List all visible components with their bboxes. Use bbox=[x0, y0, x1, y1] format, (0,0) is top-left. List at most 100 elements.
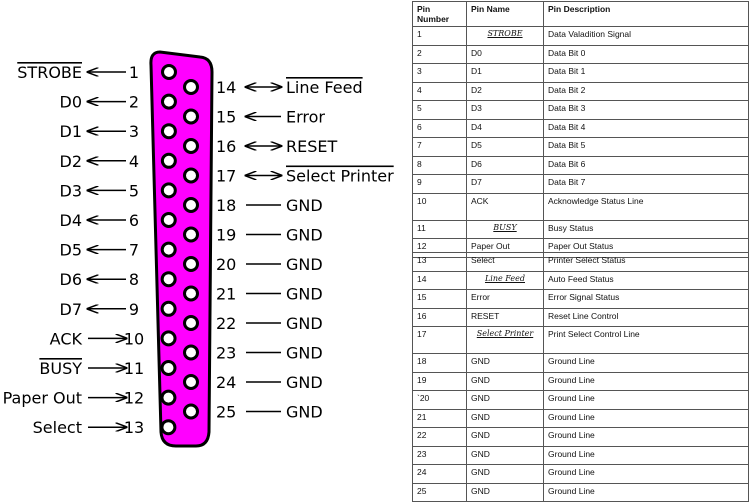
pin-number: 8 bbox=[129, 270, 139, 289]
signal-label: Error bbox=[286, 108, 325, 127]
pin-description-cell-text: Printer Select Status bbox=[548, 255, 626, 265]
pin-number-cell: 4 bbox=[412, 81, 467, 101]
table-row: 24 GND Ground Line bbox=[412, 464, 749, 484]
signal-label: STROBE bbox=[17, 63, 82, 82]
pin-number-cell: 1 bbox=[412, 26, 467, 46]
pin-description-cell-text: Error Signal Status bbox=[548, 292, 620, 302]
pin-number: 24 bbox=[216, 373, 236, 392]
pin-name-cell: Select Printer bbox=[466, 326, 544, 354]
pin-number-cell: 17 bbox=[412, 326, 467, 354]
pin-hole bbox=[183, 108, 199, 125]
pin-number: 5 bbox=[129, 181, 139, 200]
pin-description-cell: Ground Line bbox=[543, 445, 749, 465]
pin-number-cell-text: 13 bbox=[417, 255, 427, 265]
pin-number-cell: 25 bbox=[412, 482, 467, 502]
pin-name-cell-text: GND bbox=[471, 411, 490, 422]
pin-number-cell-text: 4 bbox=[417, 84, 422, 95]
pin-description-cell-text: Paper Out Status bbox=[548, 241, 614, 251]
pin-number: 23 bbox=[216, 344, 236, 363]
pin-number: 17 bbox=[216, 167, 236, 186]
signal-label: D5 bbox=[60, 241, 83, 260]
pin-name-cell-text: Select bbox=[471, 255, 495, 265]
pin-name-cell: D7 bbox=[466, 174, 544, 194]
pin-number-cell-text: 14 bbox=[417, 273, 427, 284]
pin-number-cell-text: 5 bbox=[417, 103, 422, 113]
pin-description-cell-text: Ground Line bbox=[548, 393, 595, 403]
pin-number-cell-text: 21 bbox=[417, 411, 427, 422]
pin-name-cell-text: GND bbox=[471, 430, 490, 440]
pin-number-cell: 24 bbox=[412, 464, 467, 484]
pin-description-cell-text: Ground Line bbox=[548, 356, 595, 366]
pin-name-cell-text: D2 bbox=[471, 84, 482, 95]
pin-description-cell: Error Signal Status bbox=[543, 289, 749, 309]
pin-description-cell: Data Bit 3 bbox=[543, 100, 749, 120]
pin-number-cell-text: 9 bbox=[417, 177, 422, 187]
pin-number: 18 bbox=[216, 196, 236, 215]
signal-label: D7 bbox=[60, 300, 83, 319]
pin-name-cell: GND bbox=[466, 464, 544, 484]
pin-hole bbox=[160, 419, 177, 436]
pin-description-cell: Reset Line Control bbox=[543, 307, 749, 327]
pin-name-cell-text: RESET bbox=[471, 310, 500, 321]
pin-description-cell-text: Data Bit 6 bbox=[548, 158, 586, 169]
pin-description-cell: Ground Line bbox=[543, 482, 749, 502]
pin-name-cell-text: GND bbox=[471, 467, 490, 477]
pin-name-cell: GND bbox=[466, 408, 544, 428]
pin-name-cell: D6 bbox=[466, 155, 544, 175]
pin-hole bbox=[183, 256, 199, 272]
pin-hole bbox=[160, 212, 177, 228]
signal-label: ACK bbox=[50, 329, 83, 348]
pin-name-cell: GND bbox=[466, 353, 544, 373]
pin-description-cell: Data Valadition Signal bbox=[543, 26, 749, 46]
db25-pinout-diagram: 1STROBE2D03D14D25D36D47D58D69D710ACK11BU… bbox=[3, 50, 394, 448]
pin-hole bbox=[160, 360, 177, 376]
pin-name-cell: D0 bbox=[466, 44, 544, 64]
pin-number-cell-text: 18 bbox=[417, 356, 427, 366]
pin-number: 16 bbox=[216, 137, 236, 156]
pin-description-cell-text: Ground Line bbox=[548, 485, 595, 496]
pin-number: 15 bbox=[216, 108, 236, 127]
pin-number-cell: 5 bbox=[412, 100, 467, 120]
pin-name-cell: D3 bbox=[466, 100, 544, 120]
pin-name-cell-text: Line Feed bbox=[484, 273, 525, 283]
pin-name-cell-text: Paper Out bbox=[471, 241, 510, 251]
pin-number: 1 bbox=[129, 63, 139, 82]
pin-description-cell: Auto Feed Status bbox=[543, 270, 749, 290]
pin-number-cell-text: 7 bbox=[417, 140, 422, 150]
pin-hole bbox=[160, 271, 177, 288]
signal-label: GND bbox=[286, 255, 323, 274]
signal-label: D6 bbox=[60, 270, 83, 289]
pin-name-cell-text: D0 bbox=[471, 47, 482, 58]
pin-number-cell-text: 12 bbox=[417, 241, 427, 251]
pin-number: 10 bbox=[124, 329, 144, 348]
pin-number: 4 bbox=[129, 152, 139, 171]
pin-description-cell-text: Auto Feed Status bbox=[548, 273, 614, 284]
pin-hole bbox=[160, 123, 177, 140]
signal-label: GND bbox=[286, 373, 323, 392]
pin-hole bbox=[161, 64, 177, 80]
pin-name-cell: D1 bbox=[466, 63, 544, 83]
pin-number: 3 bbox=[129, 122, 139, 141]
signal-label: GND bbox=[286, 226, 323, 245]
pin-name-cell-text: D4 bbox=[471, 121, 482, 132]
pin-number-cell-text: 24 bbox=[417, 467, 427, 477]
pin-number-cell-text: 15 bbox=[417, 292, 427, 302]
pin-number-cell: 21 bbox=[412, 408, 467, 428]
pin-name-cell-text: D1 bbox=[471, 66, 482, 76]
pin-description-cell-text: Ground Line bbox=[548, 467, 595, 477]
pin-name-cell-text: GND bbox=[471, 448, 490, 459]
signal-label: D2 bbox=[60, 152, 83, 171]
pin-description-cell-text: Data Valadition Signal bbox=[548, 29, 632, 39]
pin-description-cell: Ground Line bbox=[543, 427, 749, 447]
pin-name-cell-text: Select Printer bbox=[476, 329, 534, 338]
